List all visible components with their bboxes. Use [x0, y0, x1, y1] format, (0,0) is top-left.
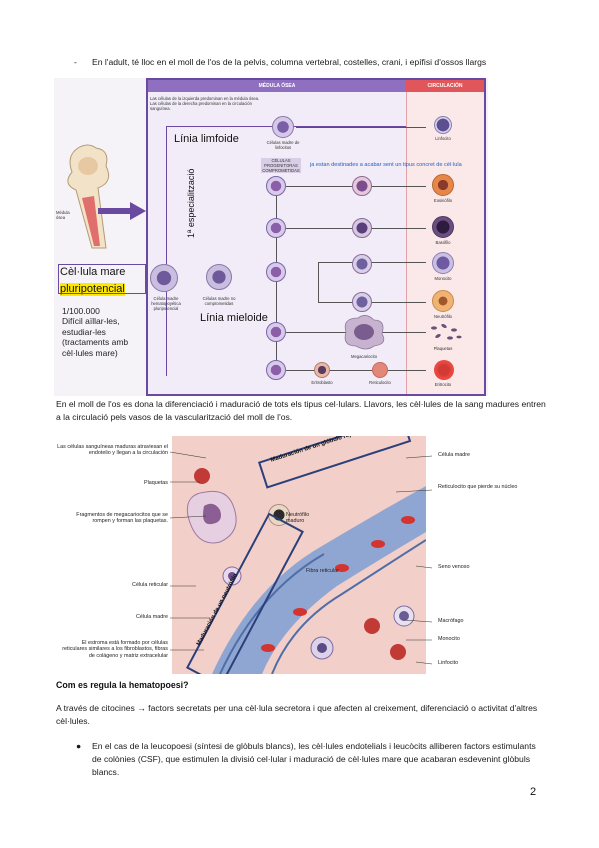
header-medula: MÉDULA ÓSEA: [148, 80, 406, 92]
leader-lines: [169, 451, 433, 665]
venous-sinus: [194, 468, 426, 674]
header-circulacion: CIRCULACIÓN: [406, 80, 484, 92]
label-fragmentos: Fragmentos de megacariocitos que se romp…: [76, 512, 168, 525]
neutrofilo-maduro-cell: [268, 504, 290, 526]
paragraph-differentiation: En el moll de l'os es dona la diferencia…: [56, 399, 546, 423]
label-reticulocito: Reticulocito que pierde su núcleo: [438, 484, 518, 490]
plaquetas-label: Plaquetas: [433, 346, 453, 351]
stem-title-line1: Cèl·lula mare: [60, 266, 126, 278]
stem-title-box: Cèl·lula mare pluripotencial: [60, 266, 142, 296]
linfocito-cell: [434, 116, 452, 134]
stem-title-line2: pluripotencial: [60, 283, 125, 296]
hematopoiesis-figure: Médula ósea MÉDULA ÓSEA CIRCULACIÓN Las …: [54, 78, 488, 396]
stem-ratio: 1/100.000: [62, 306, 100, 316]
label-monocito: Monocito: [438, 636, 460, 642]
neutrofilo-maduro-label: Neutrófilo maduro: [286, 512, 310, 525]
heading-regulacio: Com es regula la hematopoesi?: [56, 680, 189, 690]
neutrofilo-label: Neutrófilo: [434, 314, 452, 319]
eosinofilo-cell: [432, 174, 454, 196]
figure-note: Las células de la izquierda predominan e…: [150, 96, 260, 111]
bullet-dot: ●: [76, 741, 82, 751]
monocyte-precursor: [352, 254, 372, 274]
label-macrofago: Macrófago: [438, 618, 464, 624]
label-celula-reticular: Célula reticular: [132, 582, 168, 588]
progenitor-cell-2: [266, 218, 286, 238]
eosinofilo-label: Eosinófilo: [433, 198, 453, 203]
megacariocito-label: Megacariocito: [350, 354, 378, 359]
bone-marrow-figure: Neutrófilo maduro Fibra reticular Madura…: [56, 436, 540, 674]
label-seno-venoso: Seno venoso: [438, 564, 470, 570]
label-linfocito: Linfocito: [438, 660, 459, 666]
basofilo-cell: [432, 216, 454, 238]
progenitor-cell-1: [266, 176, 286, 196]
eritrocito-cell: [434, 360, 454, 380]
label-celula-madre-right: Célula madre: [438, 452, 471, 458]
basofilo-label: Basófilo: [435, 240, 451, 245]
madre-linfocitos-label: Células madre de linfocitos: [266, 140, 300, 150]
circulacion-area: [406, 92, 484, 394]
neutrophil-precursor: [352, 292, 372, 312]
eosinophil-precursor: [352, 176, 372, 196]
madre-no-comp-label: Células madre no comprometidas: [202, 296, 236, 306]
arrow-icon: [98, 202, 146, 220]
megakaryocyte-fragment-image: [186, 490, 237, 544]
pluripotent-stem-cell: [150, 264, 178, 292]
lymphocyte-stem-cell: [272, 116, 294, 138]
erythroblast-cell: [314, 362, 330, 378]
fibra-reticular-label: Fibra reticular: [306, 568, 339, 574]
stem-description: Difícil aïllar-les, estudiar-les (tracta…: [62, 316, 129, 358]
bone-label: Médula ósea: [56, 210, 70, 220]
bullet-dash: -: [74, 57, 77, 67]
label-estroma: El estroma está formado por células reti…: [62, 640, 168, 659]
monocito-label: Monocito: [434, 276, 452, 281]
progenitor-cell-4: [266, 322, 286, 342]
label-celula-madre-left: Célula madre: [135, 614, 168, 620]
especialitzacio-label: 1ª especialització: [186, 168, 196, 238]
bullet-leucopoesi: En el cas de la leucopoesi (síntesi de g…: [92, 741, 536, 778]
intro-bullet-text: En l'adult, té lloc en el moll de l'os d…: [92, 57, 487, 67]
eritroblasto-label: Eritroblasto: [311, 380, 333, 385]
megakaryocyte-image: [344, 315, 385, 350]
reticulocito-label: Reticulocito: [369, 380, 391, 385]
monocito-cell: [432, 252, 454, 274]
plaquetas-image: [431, 323, 462, 340]
linia-limfoide-label: Línia limfoide: [174, 133, 239, 145]
paragraph-citocines: A través de citocines → factors secretat…: [56, 703, 538, 727]
label-plaquetas: Plaquetas: [144, 480, 168, 486]
reticulocyte-cell: [372, 362, 388, 378]
basophil-precursor: [352, 218, 372, 238]
progenitoras-label: CÉLULAS PROGENITORAS COMPROMETIDAS: [261, 158, 301, 173]
bone-illustration: [67, 144, 110, 249]
linfocito-label: Linfocito: [435, 136, 451, 141]
neutrofilo-cell: [432, 290, 454, 312]
progenitor-cell-5: [266, 360, 286, 380]
destinades-note: ja estan destinades a acabar sent un tip…: [310, 162, 462, 168]
progenitor-cell-3: [266, 262, 286, 282]
label-celulas-atraviesan: Las células sanguíneas maduras atraviesa…: [57, 444, 168, 457]
linia-mieloide-label: Línia mieloide: [200, 312, 268, 324]
madre-hemato-label: Célula madre hematopoyética pluripotenci…: [151, 296, 181, 311]
eritrocito-label: Eritrocito: [434, 382, 452, 387]
page-number: 2: [530, 786, 537, 798]
uncommitted-stem-cell: [206, 264, 232, 290]
